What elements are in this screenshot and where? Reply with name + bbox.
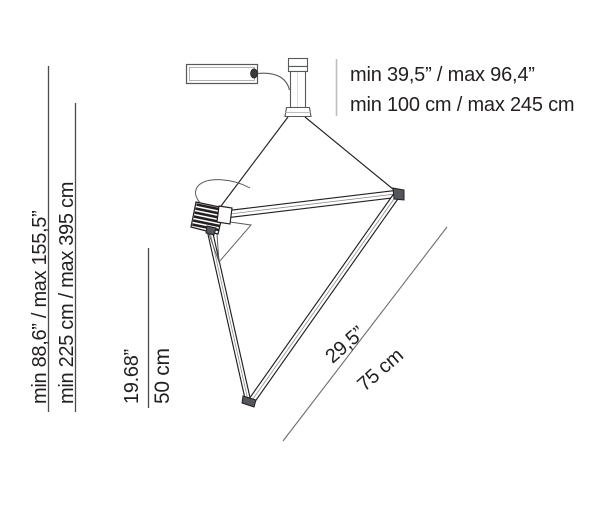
dimension-label-height-cm: 50 cm [151, 348, 174, 404]
ceiling-stem [284, 57, 312, 118]
dimension-label-drop-inch: min 88,6” / max 155,5” [29, 210, 51, 405]
ceiling-cable [257, 72, 291, 91]
dimension-lines [47, 59, 448, 442]
finned-led-head [190, 201, 233, 235]
joint-bottom [241, 395, 257, 408]
power-supply-box [185, 63, 259, 85]
joint-head [205, 225, 217, 236]
dimension-label-height-inch: 19.68” [121, 349, 143, 404]
frame-joints [205, 187, 405, 408]
cable-gland-icon [250, 68, 258, 79]
dimension-label-drop-cm: min 225 cm / max 395 cm [56, 181, 78, 404]
dimension-label-cable-block: min 39,5” / max 96,4” min 100 cm / max 2… [350, 60, 575, 120]
dimension-label-cable-inch: min 39,5” / max 96,4” [350, 64, 535, 86]
joint-right [392, 187, 405, 201]
dimension-line-diagonal [282, 226, 448, 442]
dimension-label-cable-cm: min 100 cm / max 245 cm [350, 94, 575, 116]
